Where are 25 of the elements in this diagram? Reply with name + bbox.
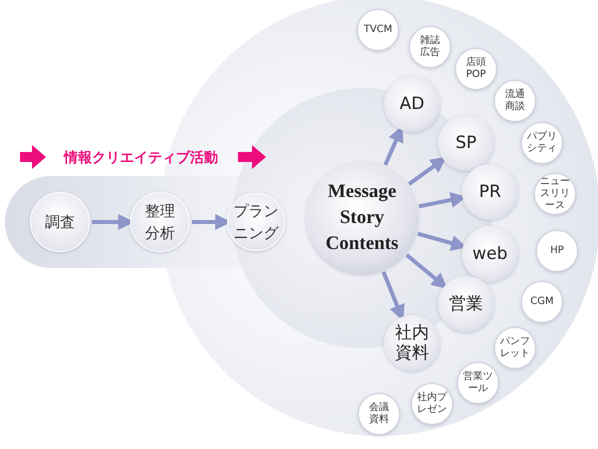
node-label: SP bbox=[454, 133, 478, 153]
node-label: ニュースリリース bbox=[539, 176, 571, 212]
node-label: 流通商談 bbox=[504, 89, 526, 113]
node-label: CGM bbox=[529, 296, 555, 308]
node-label: AD bbox=[398, 94, 426, 114]
node-label: プランニング bbox=[232, 200, 280, 244]
flow-label: 情報クリエイティブ活動 bbox=[64, 149, 218, 168]
node-label: TVCM bbox=[362, 24, 394, 36]
node-label: web bbox=[471, 244, 509, 264]
node-label: 雑誌広告 bbox=[419, 35, 441, 59]
node-label: 会議資料 bbox=[368, 402, 390, 426]
node-label: 社内資料 bbox=[394, 323, 430, 363]
node-label: 営業 bbox=[448, 294, 484, 314]
node-label: パブリシティ bbox=[526, 131, 558, 155]
node-label: 整理分析 bbox=[144, 200, 176, 244]
node-label: PR bbox=[478, 182, 502, 202]
node-label: HP bbox=[549, 245, 565, 257]
node-label: 社内プレゼン bbox=[416, 392, 448, 416]
node-label: 調査 bbox=[44, 212, 76, 233]
node-label: 営業ツール bbox=[462, 371, 494, 395]
arrow bbox=[405, 253, 448, 289]
arrow bbox=[408, 156, 447, 186]
node-label: パンフレット bbox=[499, 336, 531, 360]
node-label: 店頭POP bbox=[465, 57, 487, 81]
node-label: Message Story Contents bbox=[324, 180, 400, 256]
